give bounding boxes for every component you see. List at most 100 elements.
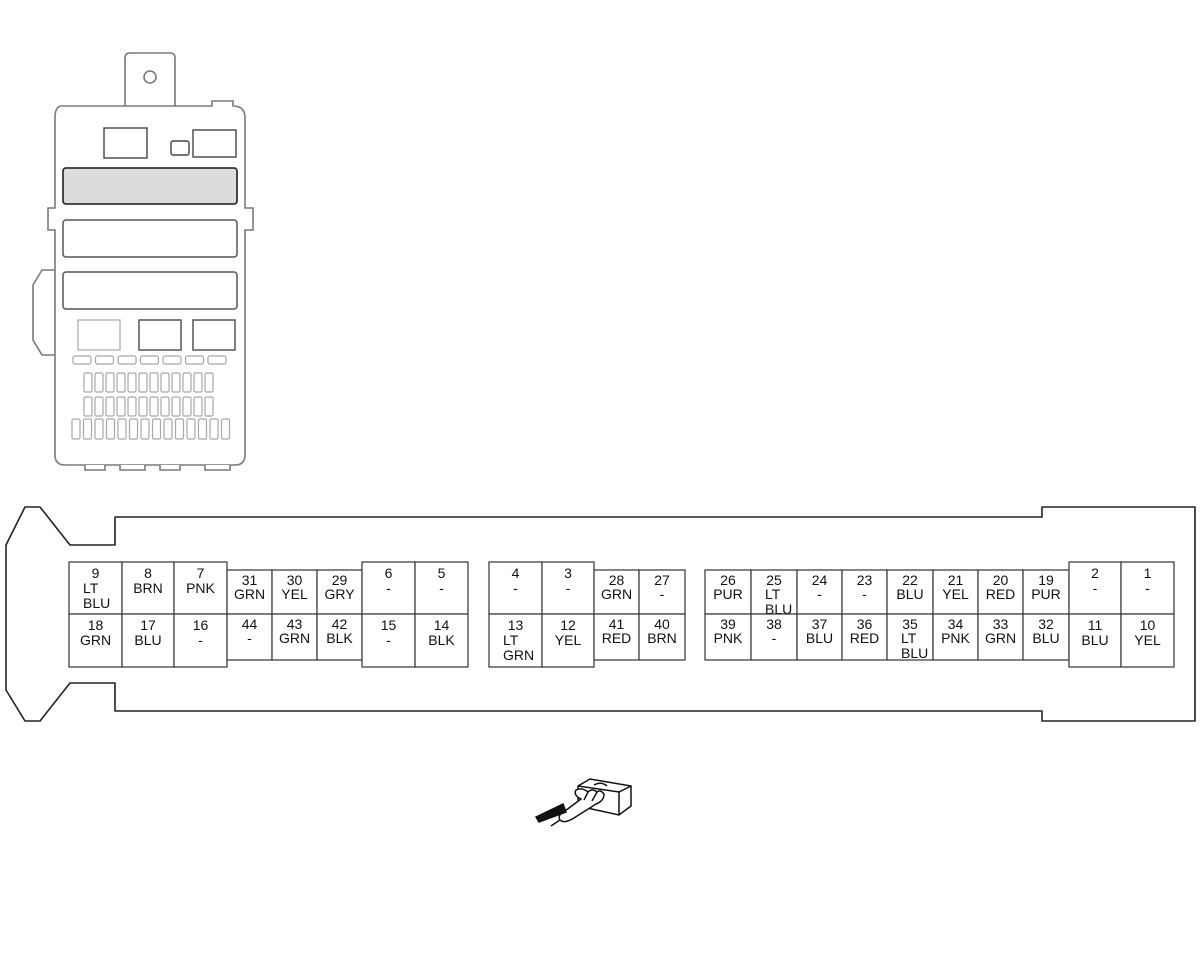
pin-wire-color: BRN: [133, 580, 163, 596]
pin-number: 34: [948, 616, 964, 632]
pin-wire-color: YEL: [281, 586, 308, 602]
pin-number: 7: [197, 565, 205, 581]
pin-number: 43: [287, 616, 303, 632]
pin-number: 24: [812, 572, 828, 588]
pin-wire-color: -: [566, 580, 571, 596]
pin-number: 4: [512, 565, 520, 581]
pin-cell-3: 3-: [541, 561, 595, 615]
pin-wire-color: -: [386, 580, 391, 596]
pin-wire-color: YEL: [942, 586, 969, 602]
pin-number: 33: [993, 616, 1009, 632]
pin-cell-38: 38-: [750, 613, 798, 661]
pin-wire-color: -: [386, 632, 391, 648]
pin-number: 2: [1091, 565, 1099, 581]
pin-number: 39: [720, 616, 736, 632]
pin-wire-color: RED: [602, 630, 632, 646]
pin-wire-color: GRN: [80, 632, 111, 648]
pin-wire-color: BLU: [1081, 632, 1108, 648]
pin-number: 32: [1038, 616, 1054, 632]
fuse-box-locator-icon: [32, 52, 254, 471]
pin-number: 44: [242, 616, 258, 632]
pin-number: 6: [385, 565, 393, 581]
pin-number: 23: [857, 572, 873, 588]
pin-cell-15: 15-: [361, 613, 416, 668]
pin-wire-color: BLU: [134, 632, 161, 648]
pin-number: 40: [654, 616, 670, 632]
pin-cell-4: 4-: [488, 561, 543, 615]
pin-wire-color: -: [772, 630, 777, 646]
pin-wire-color: PUR: [713, 586, 743, 602]
pin-number: 14: [434, 617, 450, 633]
pin-cell-2: 2-: [1068, 561, 1122, 615]
pin-wire-color: PNK: [714, 630, 743, 646]
pin-number: 11: [1088, 617, 1103, 633]
pin-number: 13: [508, 617, 524, 633]
pin-number: 19: [1038, 572, 1054, 588]
pin-number: 27: [654, 572, 670, 588]
pin-number: 17: [140, 617, 156, 633]
pin-wire-color: GRN: [985, 630, 1016, 646]
pin-wire-color: PNK: [186, 580, 215, 596]
pin-cell-6: 6-: [361, 561, 416, 615]
pin-number: 5: [438, 565, 446, 581]
pin-wire-color: -: [247, 630, 252, 646]
pin-wire-color: -: [817, 586, 822, 602]
pin-cell-24: 24-: [796, 569, 843, 615]
pin-number: 21: [948, 572, 964, 588]
pin-number: 29: [332, 572, 348, 588]
pin-wire-color: BLU: [1032, 630, 1059, 646]
pin-number: 38: [766, 616, 782, 632]
pin-number: 3: [564, 565, 572, 581]
pin-number: 37: [812, 616, 828, 632]
pin-cell-23: 23-: [841, 569, 888, 615]
pin-number: 36: [857, 616, 873, 632]
pin-cell-16: 16-: [173, 613, 228, 668]
pin-wire-color: BLU: [896, 586, 923, 602]
pin-number: 8: [144, 565, 152, 581]
pin-cell-44: 44-: [226, 613, 273, 661]
pin-number: 31: [242, 572, 258, 588]
pin-wire-color: RED: [986, 586, 1016, 602]
pin-wire-color: -: [513, 580, 518, 596]
pin-number: 41: [609, 616, 625, 632]
pin-number: 28: [609, 572, 625, 588]
pin-number: 42: [332, 616, 348, 632]
pin-cell-5: 5-: [414, 561, 469, 615]
pin-wire-color: BLU: [806, 630, 833, 646]
pin-wire-color: BRN: [647, 630, 677, 646]
pin-number: 1: [1144, 565, 1152, 581]
pin-wire-color: -: [660, 586, 665, 602]
terminal-side-view-icon: [534, 778, 632, 827]
pin-number: 22: [902, 572, 918, 588]
pin-wire-color: BLK: [326, 630, 353, 646]
pin-wire-color: -: [1093, 580, 1098, 596]
